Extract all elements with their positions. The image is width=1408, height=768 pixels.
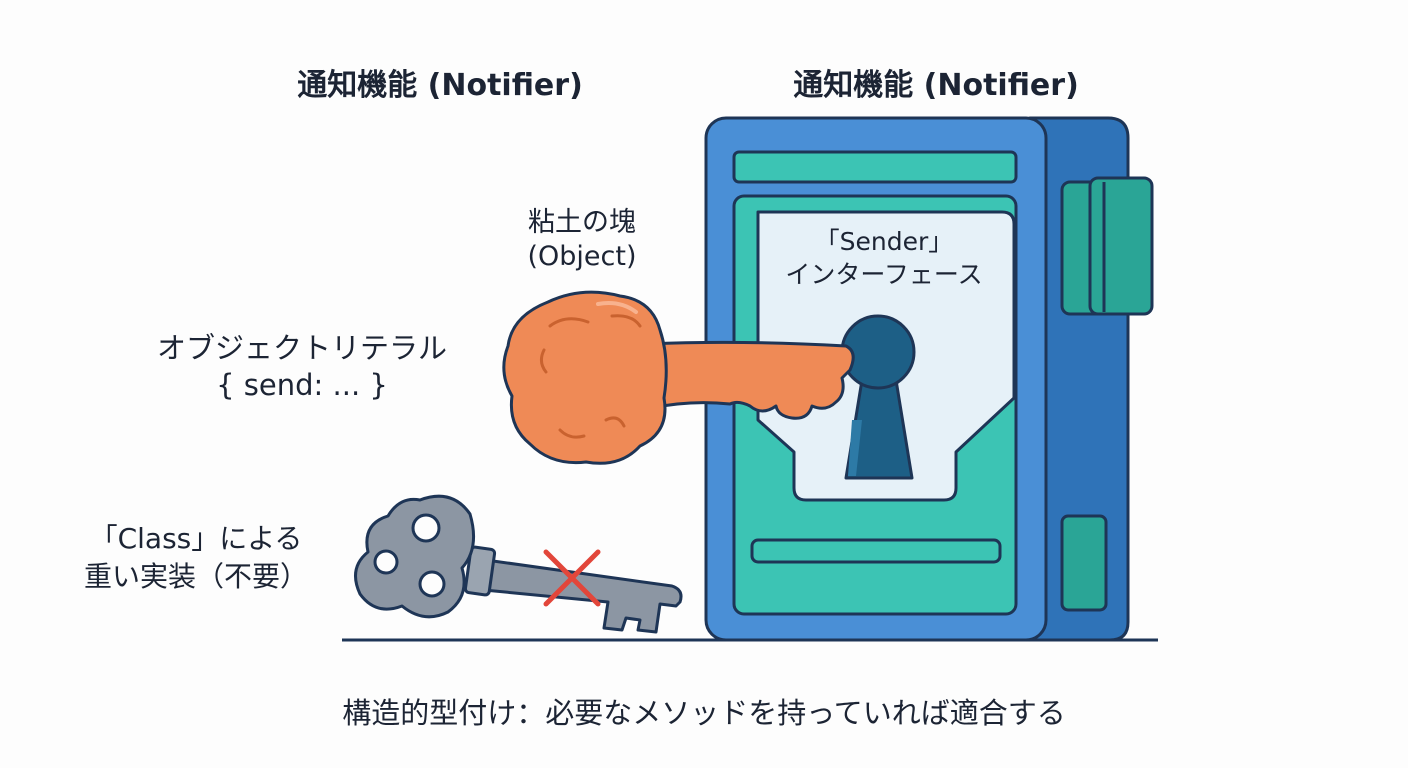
clay-label: 粘土の塊 (Object) bbox=[527, 206, 636, 274]
caption: 構造的型付け：必要なメソッドを持っていれば適合する bbox=[342, 696, 1066, 730]
literal-label: オブジェクトリテラル { send: ... } bbox=[157, 330, 447, 404]
clay-key bbox=[502, 290, 855, 465]
class-key-label: 「Class」による 重い実装（不要） bbox=[84, 520, 308, 595]
class-key-hole-2 bbox=[373, 549, 399, 575]
clay-label-line1: 粘土の塊 bbox=[527, 207, 636, 238]
literal-label-line1: オブジェクトリテラル bbox=[156, 331, 448, 365]
clay-key-head bbox=[502, 290, 668, 465]
lock-side-window bbox=[1060, 514, 1108, 612]
class-key-bow bbox=[354, 494, 476, 619]
clay-texture bbox=[539, 314, 642, 439]
lock-device bbox=[704, 116, 1154, 642]
lock-bottom-bar bbox=[750, 538, 1002, 564]
class-key bbox=[354, 494, 683, 634]
class-key-hole-3 bbox=[418, 570, 446, 598]
lock-latch bbox=[1088, 176, 1154, 316]
clay-highlight bbox=[596, 301, 638, 314]
title-right: 通知機能 (Notifier) bbox=[793, 68, 1079, 103]
literal-label-line2: { send: ... } bbox=[216, 368, 388, 403]
clay-key-shaft bbox=[646, 340, 855, 420]
title-left: 通知機能 (Notifier) bbox=[297, 68, 583, 103]
cross-mark bbox=[543, 549, 601, 607]
class-key-shaft bbox=[482, 558, 683, 634]
interface-label: 「Sender」 インターフェース bbox=[785, 226, 982, 291]
class-key-hole-1 bbox=[411, 513, 441, 543]
lock-top-bar bbox=[732, 150, 1018, 184]
class-key-label-line1: 「Class」による bbox=[89, 522, 303, 555]
keyhole bbox=[840, 314, 916, 480]
class-key-label-line2: 重い実装（不要） bbox=[83, 559, 309, 593]
class-key-collar bbox=[463, 545, 497, 597]
interface-label-line2: インターフェース bbox=[785, 259, 983, 289]
keyhole-shine bbox=[848, 420, 862, 476]
clay-label-line2: (Object) bbox=[527, 240, 637, 272]
interface-label-line1: 「Sender」 bbox=[814, 227, 954, 256]
